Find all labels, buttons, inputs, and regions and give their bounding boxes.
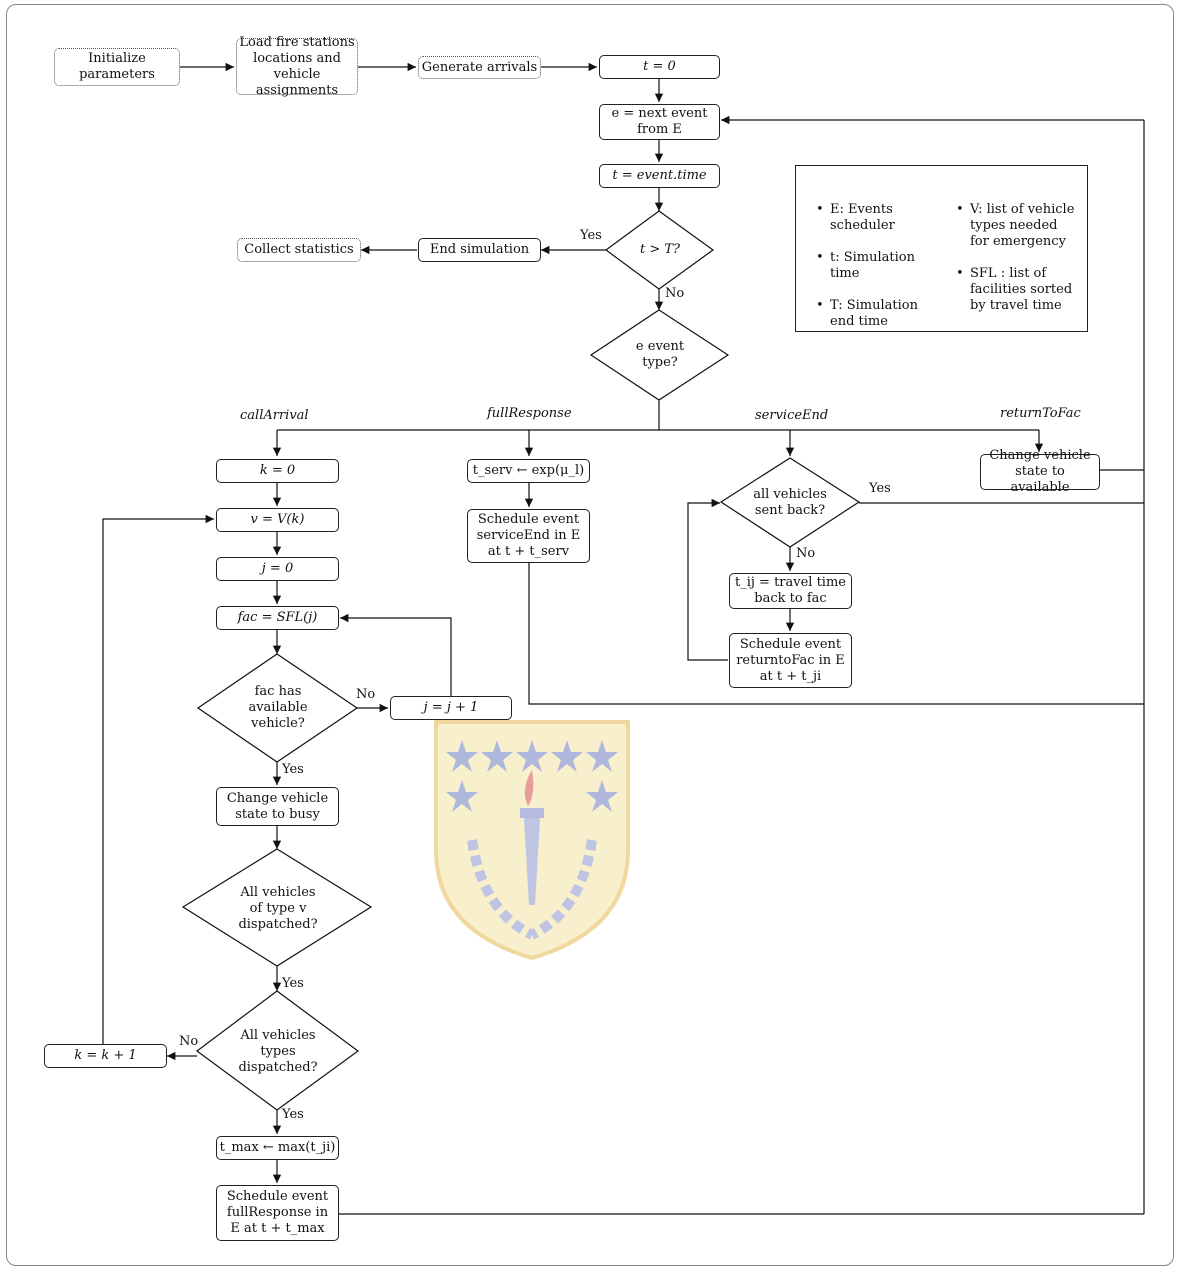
v-Vk-text: v = V(k) <box>250 512 305 527</box>
j-zero-box: j = 0 <box>216 557 339 581</box>
collect-statistics-box: Collect statistics <box>237 238 361 262</box>
next-event-text: e = next event from E <box>611 106 708 137</box>
end-simulation-text: End simulation <box>429 242 530 257</box>
initialize-parameters-text: Initialize parameters <box>79 51 155 82</box>
fac-has-text: fac has available vehicle? <box>248 684 308 731</box>
j-plus-box: j = j + 1 <box>390 696 512 720</box>
legend-item: T: Simulation end time <box>816 298 928 330</box>
no-label: No <box>796 546 816 561</box>
t-event-time-box: t = event.time <box>599 164 720 188</box>
schedule-return-text: Schedule event returntoFac in E at t + t… <box>736 636 845 684</box>
t-gt-T-diamond <box>604 210 715 290</box>
k-zero-box: k = 0 <box>216 459 339 483</box>
change-busy-box: Change vehicle state to busy <box>216 787 339 826</box>
j-plus-text: j = j + 1 <box>423 700 479 715</box>
legend-item: E: Events scheduler <box>816 202 928 234</box>
all-sent-back-diamond <box>719 457 861 548</box>
tserv-box: t_serv ← exp(μ_l) <box>467 459 590 483</box>
branch-return-to-fac: returnToFac <box>1000 406 1081 421</box>
fac-has-diamond <box>196 653 359 763</box>
yes-label: Yes <box>282 1107 304 1122</box>
schedule-full-response-box: Schedule event fullResponse in E at t + … <box>216 1185 339 1241</box>
change-busy-text: Change vehicle state to busy <box>226 790 329 822</box>
legend-item: SFL : list of facilities sorted by trave… <box>956 266 1078 314</box>
no-label: No <box>356 687 376 702</box>
yes-label: Yes <box>282 762 304 777</box>
generate-arrivals-text: Generate arrivals <box>421 59 538 75</box>
tij-travel-box: t_ij = travel time back to fac <box>729 573 852 609</box>
k-plus-box: k = k + 1 <box>44 1044 167 1068</box>
tmax-box: t_max ← max(t_ji) <box>216 1136 339 1160</box>
change-available-text: Change vehicle state to available <box>989 448 1091 495</box>
tserv-text: t_serv ← exp(μ_l) <box>472 463 585 478</box>
v-Vk-box: v = V(k) <box>216 508 339 532</box>
change-available-box: Change vehicle state to available <box>980 448 1100 495</box>
university-seal-watermark <box>434 720 630 960</box>
event-type-diamond <box>589 309 730 401</box>
schedule-service-end-text: Schedule event serviceEnd in E at t + t_… <box>476 512 581 559</box>
fac-SFL-text: fac = SFL(j) <box>237 610 318 625</box>
load-stations-box: Load fire stations locations and vehicle… <box>236 35 358 98</box>
legend-box: E: Events scheduler t: Simulation time T… <box>795 165 1088 332</box>
load-stations-text: Load fire stations locations and vehicle… <box>239 34 355 98</box>
collect-statistics-text: Collect statistics <box>244 242 354 257</box>
legend-item: t: Simulation time <box>816 250 928 282</box>
k-plus-text: k = k + 1 <box>74 1048 137 1063</box>
t-event-time-text: t = event.time <box>612 168 707 183</box>
yes-label: Yes <box>580 228 602 243</box>
t-zero-text: t = 0 <box>643 59 676 74</box>
no-label: No <box>179 1034 199 1049</box>
t-gt-T-text: t > T? <box>639 242 681 257</box>
figure-frame <box>6 4 1174 1266</box>
next-event-box: e = next event from E <box>599 104 720 140</box>
branch-full-response: fullResponse <box>487 406 572 421</box>
no-label: No <box>665 286 685 301</box>
all-type-v-diamond <box>181 848 373 967</box>
all-sent-back-text: all vehicles sent back? <box>753 487 827 518</box>
tij-travel-text: t_ij = travel time back to fac <box>735 575 846 606</box>
branch-call-arrival: callArrival <box>240 408 309 423</box>
all-types-diamond <box>195 990 360 1111</box>
yes-label: Yes <box>282 976 304 991</box>
branch-service-end: serviceEnd <box>755 408 829 423</box>
end-simulation-box: End simulation <box>418 238 541 262</box>
j-zero-text: j = 0 <box>261 561 294 576</box>
generate-arrivals-box: Generate arrivals <box>418 56 541 79</box>
initialize-parameters-box: Initialize parameters <box>54 48 180 86</box>
legend-list-right: V: list of vehicle types needed for emer… <box>956 202 1078 330</box>
legend-item: V: list of vehicle types needed for emer… <box>956 202 1078 250</box>
tmax-text: t_max ← max(t_ji) <box>219 1140 336 1155</box>
schedule-service-end-box: Schedule event serviceEnd in E at t + t_… <box>467 509 590 563</box>
schedule-return-box: Schedule event returntoFac in E at t + t… <box>729 633 852 688</box>
t-zero-box: t = 0 <box>599 55 720 79</box>
yes-label: Yes <box>869 481 891 496</box>
all-type-v-text: All vehicles of type v dispatched? <box>238 885 318 932</box>
k-zero-text: k = 0 <box>259 463 296 478</box>
legend-list-left: E: Events scheduler t: Simulation time T… <box>816 202 928 346</box>
all-types-text: All vehicles types dispatched? <box>238 1028 318 1075</box>
event-type-text: e event type? <box>635 339 685 370</box>
fac-SFL-box: fac = SFL(j) <box>216 606 339 630</box>
schedule-full-response-text: Schedule event fullResponse in E at t + … <box>226 1189 329 1236</box>
